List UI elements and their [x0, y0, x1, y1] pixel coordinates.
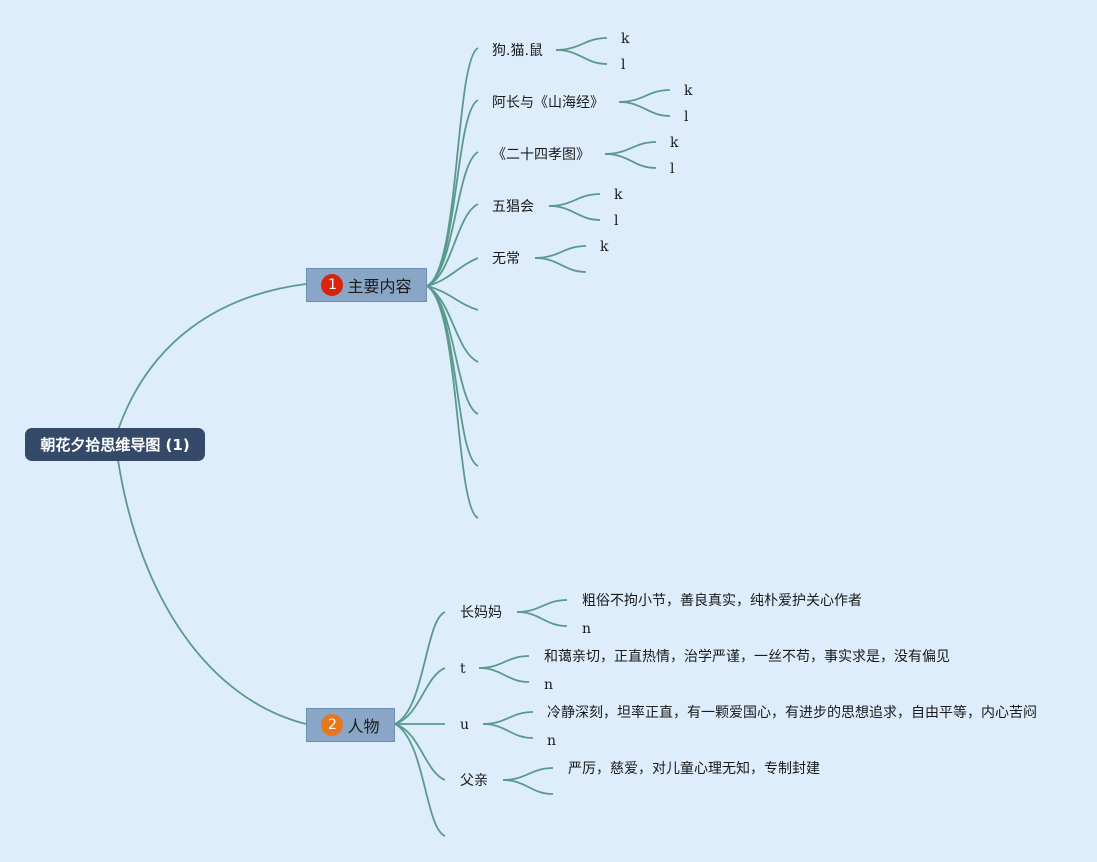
priority-1-icon: 1	[321, 274, 344, 296]
connector-root-topic1	[117, 283, 307, 431]
leaf[interactable]: k	[600, 239, 609, 255]
leaf[interactable]: l	[670, 161, 675, 177]
connectors-content-leaves	[534, 37, 671, 273]
leaf[interactable]: n	[544, 677, 554, 693]
branch-wuchanghui[interactable]: 五猖会	[492, 199, 534, 215]
leaf[interactable]: l	[614, 213, 619, 229]
leaf[interactable]: k	[670, 135, 679, 151]
branch-a-chang[interactable]: 阿长与《山海经》	[492, 95, 604, 111]
branch-u[interactable]: u	[460, 717, 470, 733]
branch-t[interactable]: t	[460, 661, 466, 677]
leaf-description[interactable]: 冷静深刻，坦率正直，有一颗爱国心，有进步的思想追求，自由平等，内心苦闷	[547, 705, 1037, 721]
leaf-description[interactable]: 严厉，慈爱，对儿童心理无知，专制封建	[568, 761, 820, 777]
connectors-people-leaves	[478, 599, 568, 795]
root-label: 朝花夕拾思维导图 (1)	[40, 436, 190, 454]
priority-2-icon: 2	[321, 714, 344, 736]
root-node[interactable]: 朝花夕拾思维导图 (1)	[25, 428, 205, 461]
topic-characters[interactable]: 2 人物	[306, 708, 395, 742]
branch-chang-mama[interactable]: 长妈妈	[460, 605, 502, 621]
topic-label: 人物	[347, 717, 380, 736]
leaf[interactable]: n	[582, 621, 592, 637]
connector-root-topic2	[117, 459, 307, 725]
leaf[interactable]: n	[547, 733, 557, 749]
leaf[interactable]: k	[621, 31, 630, 47]
branch-father[interactable]: 父亲	[460, 773, 488, 789]
connectors-people	[394, 611, 446, 837]
connectors-content	[426, 47, 479, 519]
leaf[interactable]: l	[621, 57, 626, 73]
branch-wuchang[interactable]: 无常	[492, 251, 520, 267]
branch-24-filial[interactable]: 《二十四孝图》	[492, 147, 590, 163]
leaf-description[interactable]: 粗俗不拘小节，善良真实，纯朴爱护关心作者	[582, 593, 862, 609]
leaf[interactable]: k	[614, 187, 623, 203]
leaf-description[interactable]: 和蔼亲切，正直热情，治学严谨，一丝不苟，事实求是，没有偏见	[544, 649, 950, 665]
branch-dog-cat-mouse[interactable]: 狗.猫.鼠	[492, 43, 543, 59]
topic-main-content[interactable]: 1 主要内容	[306, 268, 427, 302]
leaf[interactable]: k	[684, 83, 693, 99]
leaf[interactable]: l	[684, 109, 689, 125]
topic-label: 主要内容	[347, 277, 412, 296]
